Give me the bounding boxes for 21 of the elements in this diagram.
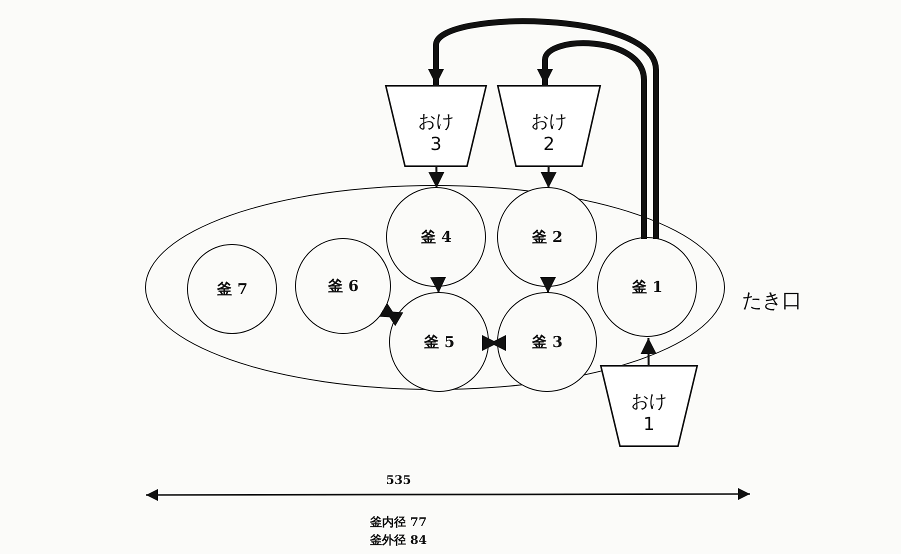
kettle-label: 釜 5 [424, 332, 455, 352]
arrow [540, 277, 556, 293]
arrow [640, 338, 657, 366]
note-text: 釜内径 77 [370, 514, 427, 531]
arrow [540, 166, 557, 188]
kettle-label: 釜 1 [632, 278, 663, 297]
annotation-label: たき口 [742, 287, 802, 314]
kettle-label: 釜 3 [532, 332, 563, 352]
arrow [537, 40, 647, 239]
dimension-label: 535 [386, 473, 412, 487]
arrow [482, 335, 506, 351]
arrow [428, 166, 444, 188]
kettle-label: 釜 4 [421, 228, 452, 247]
kettle-label: 釜 2 [532, 228, 563, 247]
arrow [378, 302, 404, 326]
kettle-label: 釜 6 [328, 276, 359, 296]
note-text: 釜外径 84 [370, 532, 427, 549]
furnace-outline [145, 185, 725, 390]
arrow [428, 18, 659, 239]
kettle-label: 釜 7 [217, 280, 248, 299]
arrow [430, 276, 446, 294]
